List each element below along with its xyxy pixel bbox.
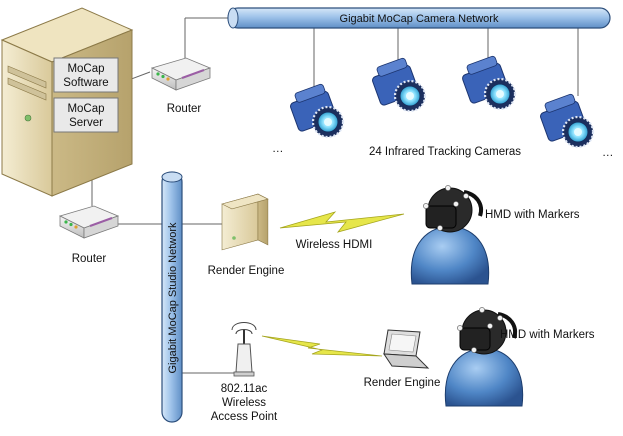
hmd-top-label: HMD with Markers <box>485 209 580 221</box>
wireless-hdmi-label: Wireless HDMI <box>296 239 373 251</box>
tracking-camera-4 <box>538 92 595 149</box>
top-router-label: Router <box>167 103 202 115</box>
camera-ellipsis-right: … <box>602 147 614 159</box>
render-engine-desktop-label: Render Engine <box>208 265 285 277</box>
studio-network-bus: Gigabit MoCap Studio Network <box>161 171 183 423</box>
mocap-server-box: MoCap Server <box>53 97 119 133</box>
wireless-hdmi-bolt-icon <box>279 211 405 233</box>
mocap-software-line1: MoCap <box>67 63 104 75</box>
hmd-head-bottom-icon <box>443 305 525 408</box>
hmd-bottom-label: HMD with Markers <box>500 329 595 341</box>
tracking-camera-2 <box>370 56 427 113</box>
render-engine-laptop-icon <box>383 329 430 369</box>
hmd-head-top-icon <box>409 183 491 286</box>
studio-network-label: Gigabit MoCap Studio Network <box>167 222 179 374</box>
camera-ellipsis-left: … <box>272 143 284 155</box>
access-point-line3: Access Point <box>211 411 278 423</box>
camera-network-bus: Gigabit MoCap Camera Network <box>227 7 611 29</box>
camera-network-label: Gigabit MoCap Camera Network <box>340 13 499 25</box>
mocap-software-line2: Software <box>63 77 108 89</box>
cameras-label: 24 Infrared Tracking Cameras <box>369 146 521 158</box>
tracking-camera-1 <box>288 82 345 139</box>
mocap-software-box: MoCap Software <box>53 57 119 93</box>
tracking-camera-3 <box>460 54 517 111</box>
access-point-line1: 802.11ac <box>221 383 268 395</box>
render-engine-desktop-icon <box>221 193 269 251</box>
left-router-label: Router <box>72 253 107 265</box>
mocap-server-line1: MoCap <box>67 103 104 115</box>
left-router-icon <box>59 205 119 239</box>
mocap-server-line2: Server <box>69 117 103 129</box>
access-point-icon <box>231 322 257 377</box>
access-point-line2: Wireless <box>222 397 266 409</box>
render-engine-laptop-label: Render Engine <box>364 377 441 389</box>
top-router-icon <box>151 57 211 91</box>
wifi-bolt-icon <box>261 335 383 357</box>
